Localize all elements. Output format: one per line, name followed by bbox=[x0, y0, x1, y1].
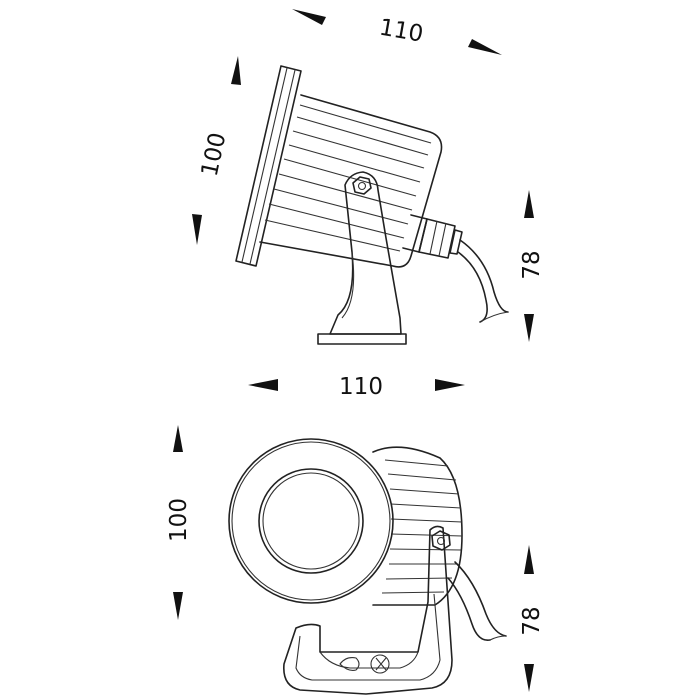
lens bbox=[258, 468, 364, 574]
front-view: 110 100 78 bbox=[166, 374, 545, 695]
front-bracket-bolt bbox=[431, 530, 451, 551]
dim-label-bottom-width: 110 bbox=[339, 374, 383, 400]
dim-arrow-top-mount-up bbox=[524, 190, 534, 218]
front-cable bbox=[447, 561, 507, 641]
dim-label-bottom-mount: 78 bbox=[519, 606, 545, 635]
dim-arrow-bottom-width-left bbox=[248, 379, 278, 391]
dim-arrow-top-width-right bbox=[468, 39, 502, 55]
dim-arrow-bottom-mount-up bbox=[524, 545, 534, 574]
dim-arrow-top-height-up bbox=[231, 56, 241, 85]
dim-arrow-top-mount-down bbox=[524, 314, 534, 342]
cable-gland bbox=[402, 214, 463, 259]
dim-arrow-top-height-down bbox=[192, 214, 202, 245]
dim-label-top-mount: 78 bbox=[519, 250, 545, 279]
dim-arrow-bottom-width-right bbox=[435, 379, 465, 391]
dim-arrow-bottom-mount-down bbox=[524, 664, 534, 692]
dim-arrow-bottom-height-up bbox=[173, 425, 183, 452]
dim-arrow-top-width-left bbox=[292, 9, 326, 25]
dim-label-top-height: 100 bbox=[197, 130, 232, 178]
cable bbox=[457, 239, 509, 323]
front-bezel bbox=[235, 65, 302, 267]
dim-label-bottom-height: 100 bbox=[166, 498, 192, 542]
mount-bracket bbox=[329, 171, 402, 335]
base-plate bbox=[317, 333, 407, 345]
front-bracket bbox=[283, 525, 453, 695]
front-bezel-ring bbox=[228, 438, 394, 604]
bracket-bolt bbox=[352, 176, 372, 195]
side-view: 110 100 78 bbox=[192, 9, 545, 345]
rear-housing bbox=[372, 446, 463, 606]
mount-slot bbox=[339, 654, 390, 674]
dim-arrow-bottom-height-down bbox=[173, 592, 183, 620]
dim-label-top-width: 110 bbox=[377, 14, 425, 47]
